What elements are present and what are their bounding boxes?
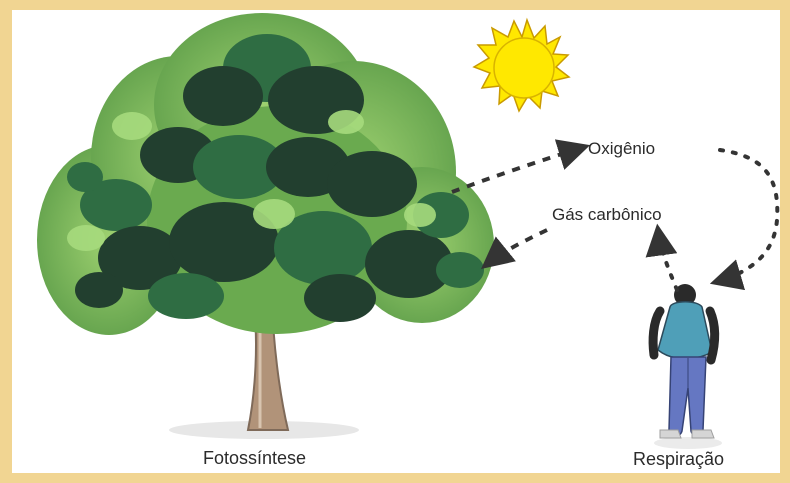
carbon-gas-label: Gás carbônico xyxy=(552,205,662,224)
diagram-canvas: Oxigênio Gás carbônico Fotossíntese Resp… xyxy=(12,10,780,473)
oxygen-label: Oxigênio xyxy=(588,139,655,158)
tree-illustration xyxy=(37,13,494,439)
carbon-gas-arrow xyxy=(486,230,547,265)
person-illustration xyxy=(653,284,722,449)
respiration-oxygen-arrow xyxy=(716,150,777,282)
photosynthesis-respiration-diagram: Oxigênio Gás carbônico Fotossíntese Resp… xyxy=(12,10,780,473)
sun-icon xyxy=(474,20,569,111)
tree-canopy xyxy=(37,13,494,335)
oxygen-arrow xyxy=(452,147,584,192)
photosynthesis-label: Fotossíntese xyxy=(203,448,306,468)
respiration-carbon-gas-arrow xyxy=(658,230,677,290)
respiration-label: Respiração xyxy=(633,449,724,469)
